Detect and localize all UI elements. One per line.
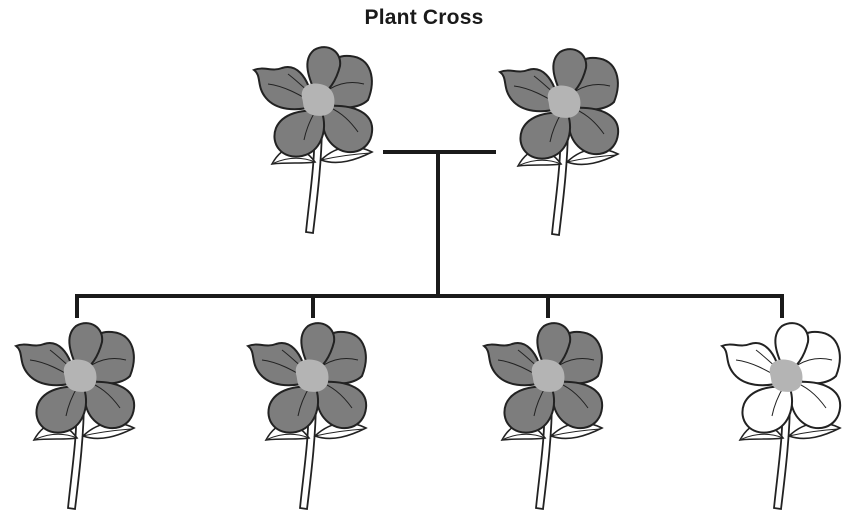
parent-flower-1	[254, 47, 372, 233]
offspring-flower-3	[484, 323, 602, 509]
offspring-flower-4	[722, 323, 840, 509]
offspring-flower-2	[248, 323, 366, 509]
offspring-flower-1	[16, 323, 134, 509]
parent-flower-2	[500, 49, 618, 235]
